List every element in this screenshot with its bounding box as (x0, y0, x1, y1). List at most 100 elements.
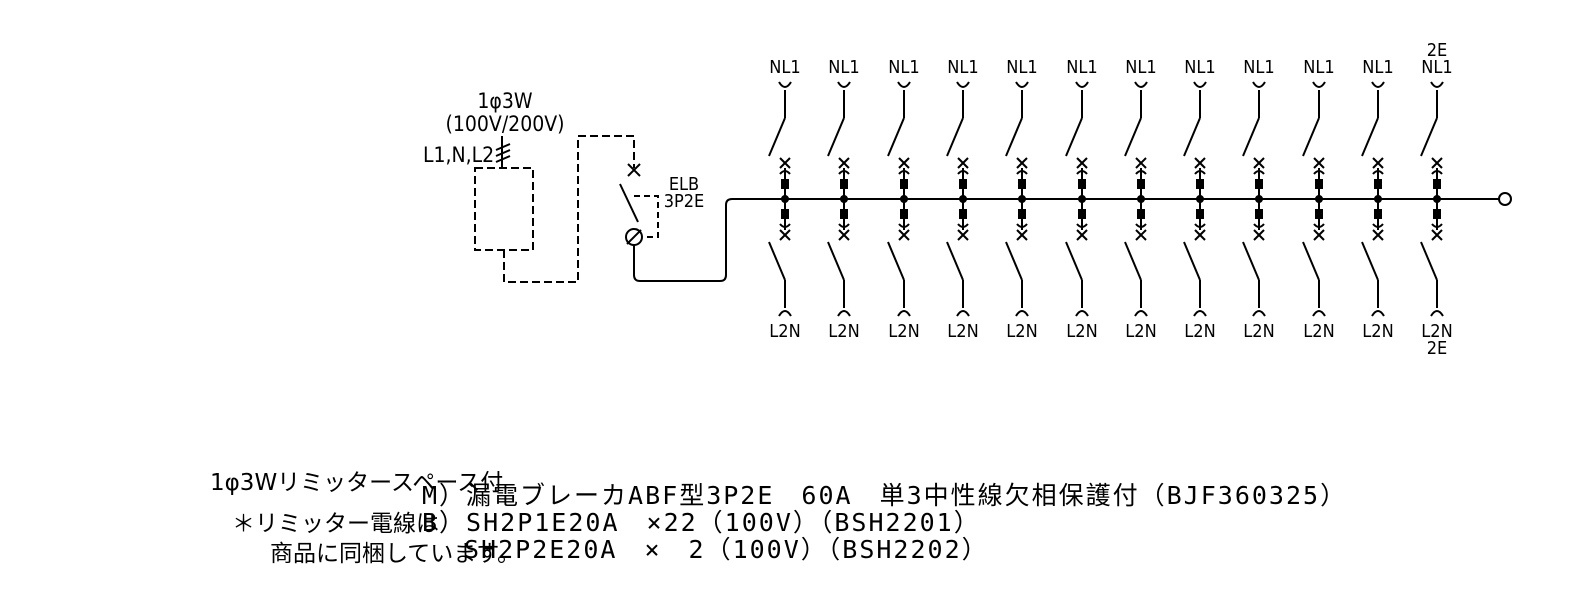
breaker-cross-top (1194, 157, 1206, 169)
branch-label-top: NL1 (888, 57, 919, 78)
breaker-cross-top (779, 157, 791, 169)
branch-label-bottom: L2N (1421, 321, 1452, 342)
branch-label-bottom: L2N (1303, 321, 1334, 342)
branch-label-top: NL1 (828, 57, 859, 78)
breaker-cross-top (1372, 157, 1384, 169)
breaker-contact-top (1005, 117, 1023, 157)
terminal-arc-top (778, 81, 792, 88)
breaker-arc-bottom (779, 223, 791, 228)
branch-label-top: NL1 (1421, 57, 1452, 78)
spec-branch-2e: SH2P2E20A × 2（100V）（BSH2202） (464, 535, 989, 564)
branch-label-top: NL1 (1362, 57, 1393, 78)
breaker-cross-bottom (779, 229, 791, 241)
branch-label-top: NL1 (1006, 57, 1037, 78)
terminal-arc-bottom (1252, 310, 1266, 317)
breaker-block-bottom (1196, 209, 1204, 219)
breaker-contact-top (1242, 117, 1260, 157)
breaker-block-bottom (1137, 209, 1145, 219)
bus-junction (1433, 195, 1441, 203)
breaker-arc-bottom (1313, 223, 1325, 228)
branch-circuits (768, 81, 1444, 317)
breaker-contact-top (1302, 117, 1320, 157)
terminal-arc-bottom (1015, 310, 1029, 317)
terminal-arc-top (897, 81, 911, 88)
breaker-cross-top (1253, 157, 1265, 169)
breaker-block-top (781, 179, 789, 189)
terminal-arc-bottom (837, 310, 851, 317)
breaker-block-top (840, 179, 848, 189)
supply-voltage-label: (100V/200V) (445, 112, 564, 136)
elb-poles-label: 3P2E (664, 191, 705, 212)
spec-main-breaker: M）漏電ブレーカABF型3P2E 60A 単3中性線欠相保護付（BJF36032… (422, 481, 1348, 510)
breaker-block-bottom (1255, 209, 1263, 219)
breaker-contact-top (887, 117, 905, 157)
conductor-slash (495, 143, 511, 151)
breaker-contact-bottom (887, 241, 905, 281)
branch-label-bottom: L2N (769, 321, 800, 342)
note-bundled: 商品に同梱しています。 (270, 541, 521, 567)
breaker-cross-top (898, 157, 910, 169)
bus-junction (840, 195, 848, 203)
supply-system-label: 1φ3W (477, 89, 532, 113)
breaker-cross-top (1313, 157, 1325, 169)
elb-type-label: ELB (669, 174, 699, 195)
breaker-block-bottom (781, 209, 789, 219)
branch-label-bottom: L2N (1125, 321, 1156, 342)
breaker-cross-bottom (1431, 229, 1443, 241)
branch-label-bottom: L2N (1066, 321, 1097, 342)
terminal-arc-bottom (1430, 310, 1444, 317)
conductor-slash (495, 149, 511, 157)
branch-label-top: NL1 (1184, 57, 1215, 78)
breaker-block-top (1374, 179, 1382, 189)
branch-label-bottom: L2N (1184, 321, 1215, 342)
terminal-arc-top (1075, 81, 1089, 88)
terminal-arc-top (1252, 81, 1266, 88)
terminal-arc-bottom (956, 310, 970, 317)
breaker-arc-bottom (1016, 223, 1028, 228)
terminal-arc-top (1312, 81, 1326, 88)
breaker-block-top (1078, 179, 1086, 189)
breaker-contact-bottom (1065, 241, 1083, 281)
breaker-block-bottom (1078, 209, 1086, 219)
terminal-arc-bottom (778, 310, 792, 317)
breaker-block-bottom (1374, 209, 1382, 219)
breaker-contact-bottom (768, 241, 786, 281)
breaker-cross-bottom (1253, 229, 1265, 241)
single-line-diagram: 1φ3W (100V/200V) L1,N,L2 ELB 3P2E NL1L2N… (423, 40, 1512, 359)
breaker-block-top (900, 179, 908, 189)
limiter-wire (503, 135, 635, 283)
main-feeder (633, 198, 1500, 282)
terminal-arc-top (1015, 81, 1029, 88)
breaker-block-top (1433, 179, 1441, 189)
branch-extra-label-top: 2E (1427, 40, 1448, 61)
breaker-contact-bottom (827, 241, 845, 281)
bus-junction (781, 195, 789, 203)
breaker-block-top (1018, 179, 1026, 189)
branch-label-bottom: L2N (888, 321, 919, 342)
breaker-block-top (1315, 179, 1323, 189)
breaker-cross-bottom (1372, 229, 1384, 241)
breaker-cross-top (838, 157, 850, 169)
conductor-slash (495, 155, 511, 163)
note-limiter-wire: ＊リミッター電線は (232, 511, 439, 537)
breaker-cross-top (1016, 157, 1028, 169)
breaker-contact-bottom (1361, 241, 1379, 281)
breaker-contact-bottom (1183, 241, 1201, 281)
breaker-block-top (959, 179, 967, 189)
breaker-block-top (1196, 179, 1204, 189)
elb-trip-box (634, 195, 659, 238)
terminal-arc-top (1371, 81, 1385, 88)
breaker-block-top (1137, 179, 1145, 189)
branch-label-bottom: L2N (1362, 321, 1393, 342)
breaker-contact-bottom (1242, 241, 1260, 281)
elb-zct-slash (626, 229, 642, 245)
breaker-contact-top (946, 117, 964, 157)
breaker-contact-top (1183, 117, 1201, 157)
branch-label-bottom: L2N (947, 321, 978, 342)
branch-extra-label-bottom: 2E (1427, 338, 1448, 359)
branch-labels: NL1L2NNL1L2NNL1L2NNL1L2NNL1L2NNL1L2NNL1L… (769, 40, 1452, 359)
breaker-cross-bottom (957, 229, 969, 241)
limiter-space-box (474, 167, 534, 251)
bus-junction (1255, 195, 1263, 203)
breaker-arc-bottom (1372, 223, 1384, 228)
